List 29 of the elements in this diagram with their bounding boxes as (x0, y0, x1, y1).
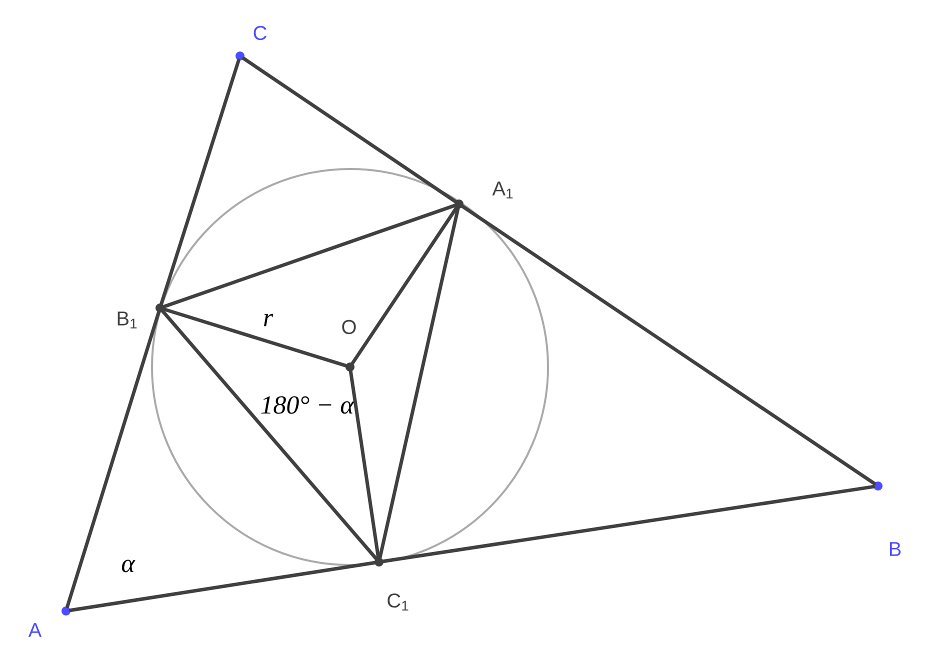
angle-label: 180° − α (261, 396, 354, 414)
segment (162, 308, 348, 368)
segment (461, 204, 876, 486)
segment (348, 370, 380, 560)
node-label: O (342, 320, 356, 334)
point: B$_{1}$ (118, 304, 164, 328)
point: A (28, 606, 70, 637)
node-label: C (254, 26, 266, 40)
point: C (236, 26, 266, 60)
segment (350, 206, 458, 365)
segment (160, 58, 240, 306)
point: O (342, 320, 356, 372)
segment (162, 204, 456, 308)
point: B (874, 482, 901, 556)
segment (382, 484, 876, 564)
node-label: B$_{1}$ (118, 312, 137, 328)
angle-label: α (122, 560, 136, 572)
node-label: A$_{1}$ (492, 182, 513, 198)
angle-label: r (264, 314, 274, 326)
segment (378, 206, 460, 560)
node-label: A (28, 623, 42, 637)
segment (68, 560, 376, 612)
point: C$_{1}$ (374, 558, 408, 611)
node-label: C$_{1}$ (388, 593, 408, 611)
node-label: B (890, 542, 901, 556)
segment (242, 56, 457, 204)
segment (66, 310, 160, 608)
segment (161, 310, 378, 560)
point: A$_{1}$ (454, 182, 513, 208)
